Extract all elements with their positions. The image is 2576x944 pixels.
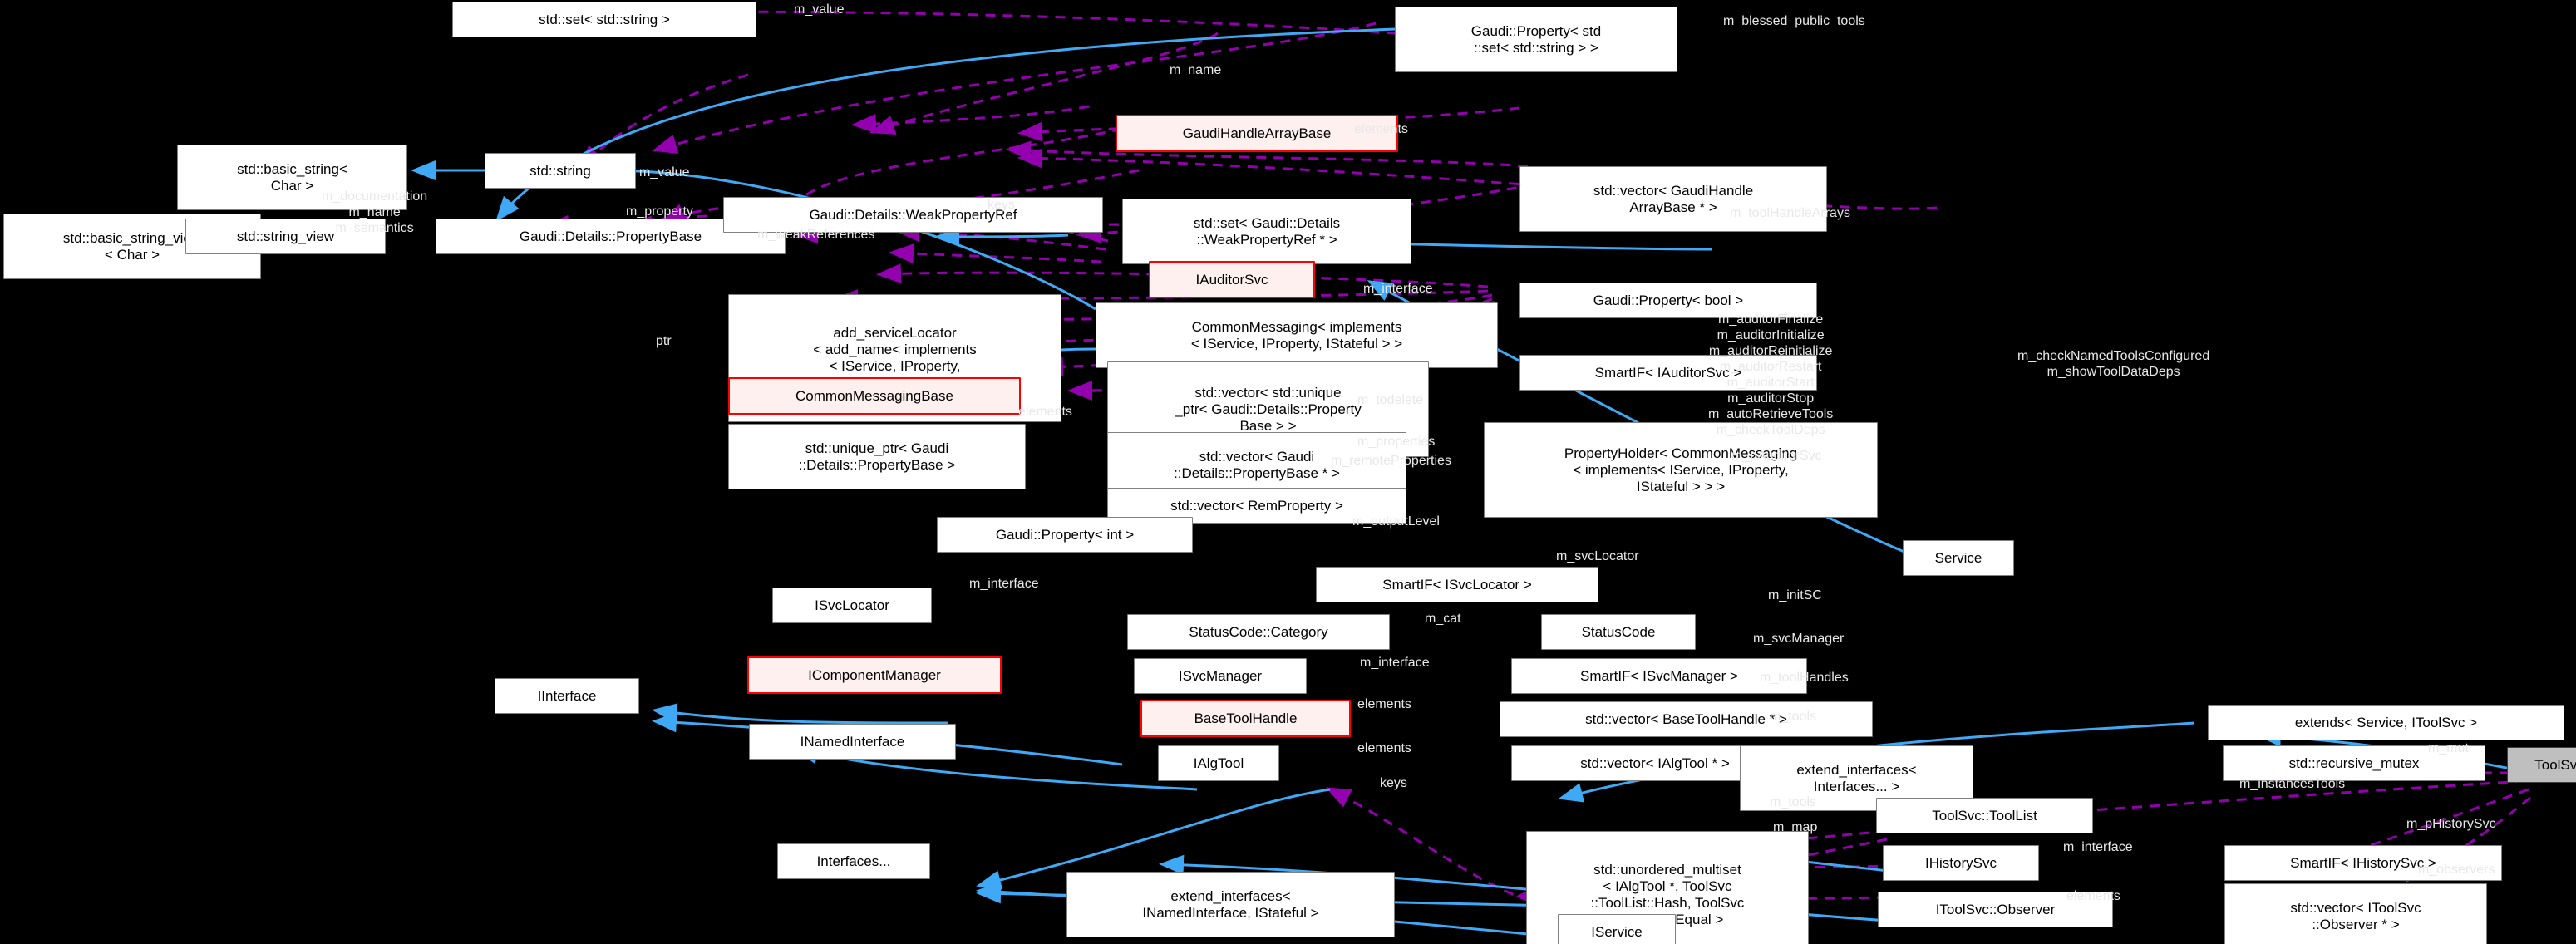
- class-node-toolsvc[interactable]: ToolSvc: [2507, 747, 2576, 783]
- edge-label-m-properties: m_properties: [1357, 435, 1436, 449]
- edge-label-m-interface-aud: m_interface: [1363, 282, 1433, 296]
- edge-label-m-svclocator: m_svcLocator: [1556, 549, 1639, 563]
- class-node-ialgtool[interactable]: IAlgTool: [1158, 745, 1279, 781]
- edge-label-m-svcmanager: m_svcManager: [1753, 632, 1845, 646]
- edge-label-m-outputlevel: m_outputLevel: [1352, 514, 1440, 529]
- edge-label-m-remoteprops: m_remoteProperties: [1331, 454, 1451, 468]
- class-node-commonmsgbase[interactable]: CommonMessagingBase: [728, 377, 1021, 415]
- class-node-extends-itoolsvc[interactable]: extends< Service, IToolSvc >: [2208, 705, 2564, 740]
- edge-label-m-toolhandlearrays: m_toolHandleArrays: [1730, 206, 1850, 220]
- edge-label-m-doc-group: m_documentation m_name m_semantics: [322, 189, 428, 235]
- edge-label-elements-algtool: elements: [1357, 741, 1411, 755]
- class-node-extend-inamed[interactable]: extend_interfaces< INamedInterface, ISta…: [1066, 872, 1395, 937]
- edge-label-m-blessed: m_blessed_public_tools: [1723, 14, 1865, 28]
- class-node-statuscode[interactable]: StatusCode: [1541, 614, 1696, 650]
- class-node-interfaces-dots[interactable]: Interfaces...: [777, 843, 930, 879]
- class-node-prop-set-string[interactable]: Gaudi::Property< std ::set< std::string …: [1395, 7, 1677, 72]
- class-node-smartif-isvcloc[interactable]: SmartIF< ISvcLocator >: [1316, 567, 1598, 602]
- edge-label-m-weakrefs: m_weakReferences: [757, 228, 875, 242]
- edge-label-m-map: m_map: [1773, 820, 1818, 834]
- class-node-basetoolhandle[interactable]: BaseToolHandle: [1140, 700, 1351, 737]
- edge-label-keys: keys: [988, 198, 1015, 212]
- edge-label-m-tools-2: m_tools: [1770, 795, 1817, 809]
- class-node-smartif-isvcmgr[interactable]: SmartIF< ISvcManager >: [1511, 658, 1807, 694]
- edge-label-m-initsc: m_initSC: [1768, 588, 1822, 602]
- edge-label-m-pauditorsvc: m_pAuditorSvc: [1731, 449, 1822, 463]
- class-node-vec-bth[interactable]: std::vector< BaseToolHandle * >: [1500, 701, 1873, 737]
- edge-label-elements-uptr: elements: [1018, 405, 1072, 419]
- edge-label-m-value-2: m_value: [639, 165, 690, 179]
- edge-label-m-tools-1: m_tools: [1770, 710, 1817, 724]
- edge-label-m-value-1: m_value: [794, 2, 845, 17]
- edge-label-ptr: ptr: [656, 334, 672, 348]
- class-node-service[interactable]: Service: [1903, 540, 2014, 576]
- class-node-ihistorysvc[interactable]: IHistorySvc: [1883, 845, 2039, 881]
- edge-label-elements-ghab: elements: [1354, 122, 1408, 136]
- class-node-vec-ghab[interactable]: std::vector< GaudiHandle ArrayBase * >: [1519, 166, 1827, 232]
- edge-label-m-toolhandles: m_toolHandles: [1760, 671, 1849, 685]
- class-node-uptr-pb[interactable]: std::unique_ptr< Gaudi ::Details::Proper…: [728, 424, 1026, 489]
- edge-label-m-checknamed: m_checkNamedToolsConfigured m_showToolDa…: [2017, 349, 2210, 379]
- edge-label-m-property: m_property: [626, 204, 693, 219]
- edge-label-keys-2: keys: [1380, 776, 1407, 790]
- class-node-inamedinterface[interactable]: INamedInterface: [749, 724, 956, 760]
- class-node-isvclocator[interactable]: ISvcLocator: [772, 588, 932, 623]
- class-node-iservice[interactable]: IService: [1558, 914, 1676, 944]
- class-node-set-weakpropref[interactable]: std::set< Gaudi::Details ::WeakPropertyR…: [1122, 199, 1411, 264]
- edge-label-m-instancestools: m_instancesTools: [2239, 777, 2346, 791]
- edge-label-m-auditor-group: m_auditorFinalize m_auditorInitialize m_…: [1708, 312, 1834, 437]
- class-node-toollist[interactable]: ToolSvc::ToolList: [1876, 798, 2093, 833]
- class-node-itoolsvc-observer[interactable]: IToolSvc::Observer: [1878, 892, 2113, 927]
- class-node-icomponentmanager[interactable]: IComponentManager: [747, 656, 1002, 694]
- edge-label-elements-obs: elements: [2066, 889, 2120, 903]
- class-node-statuscode-cat[interactable]: StatusCode::Category: [1127, 614, 1390, 650]
- class-node-basic-string[interactable]: std::basic_string< Char >: [177, 145, 407, 210]
- edge-label-m-observers: m_observers: [2418, 863, 2495, 877]
- class-node-vec-pb-ptr[interactable]: std::vector< Gaudi ::Details::PropertyBa…: [1107, 432, 1406, 498]
- edge-label-m-interface-hist: m_interface: [2063, 840, 2133, 854]
- class-node-iinterface[interactable]: IInterface: [495, 678, 639, 714]
- class-node-commonmessaging[interactable]: CommonMessaging< implements < IService, …: [1096, 302, 1498, 368]
- edge-label-m-name: m_name: [1170, 63, 1222, 77]
- edge-label-m-phistorysvc: m_pHistorySvc: [2406, 817, 2496, 831]
- edge-label-m-cat: m_cat: [1425, 612, 1461, 626]
- class-node-iauditorsvc[interactable]: IAuditorSvc: [1149, 261, 1315, 298]
- class-node-vec-observer[interactable]: std::vector< IToolSvc ::Observer * >: [2224, 883, 2487, 944]
- edge-label-elements-bth: elements: [1357, 697, 1411, 711]
- class-node-isvcmanager[interactable]: ISvcManager: [1134, 658, 1307, 694]
- class-node-set-string[interactable]: std::set< std::string >: [452, 2, 756, 37]
- edge-label-m-todelete: m_todelete: [1357, 393, 1424, 407]
- edge-label-m-interface-loc: m_interface: [969, 577, 1039, 591]
- class-node-string-view[interactable]: std::string_view: [185, 219, 386, 254]
- class-node-prop-int[interactable]: Gaudi::Property< int >: [937, 517, 1193, 553]
- edge-label-m-interface-mgr: m_interface: [1360, 656, 1430, 670]
- class-node-string[interactable]: std::string: [485, 153, 636, 189]
- edge-label-m-mut: m_mut: [2428, 741, 2469, 755]
